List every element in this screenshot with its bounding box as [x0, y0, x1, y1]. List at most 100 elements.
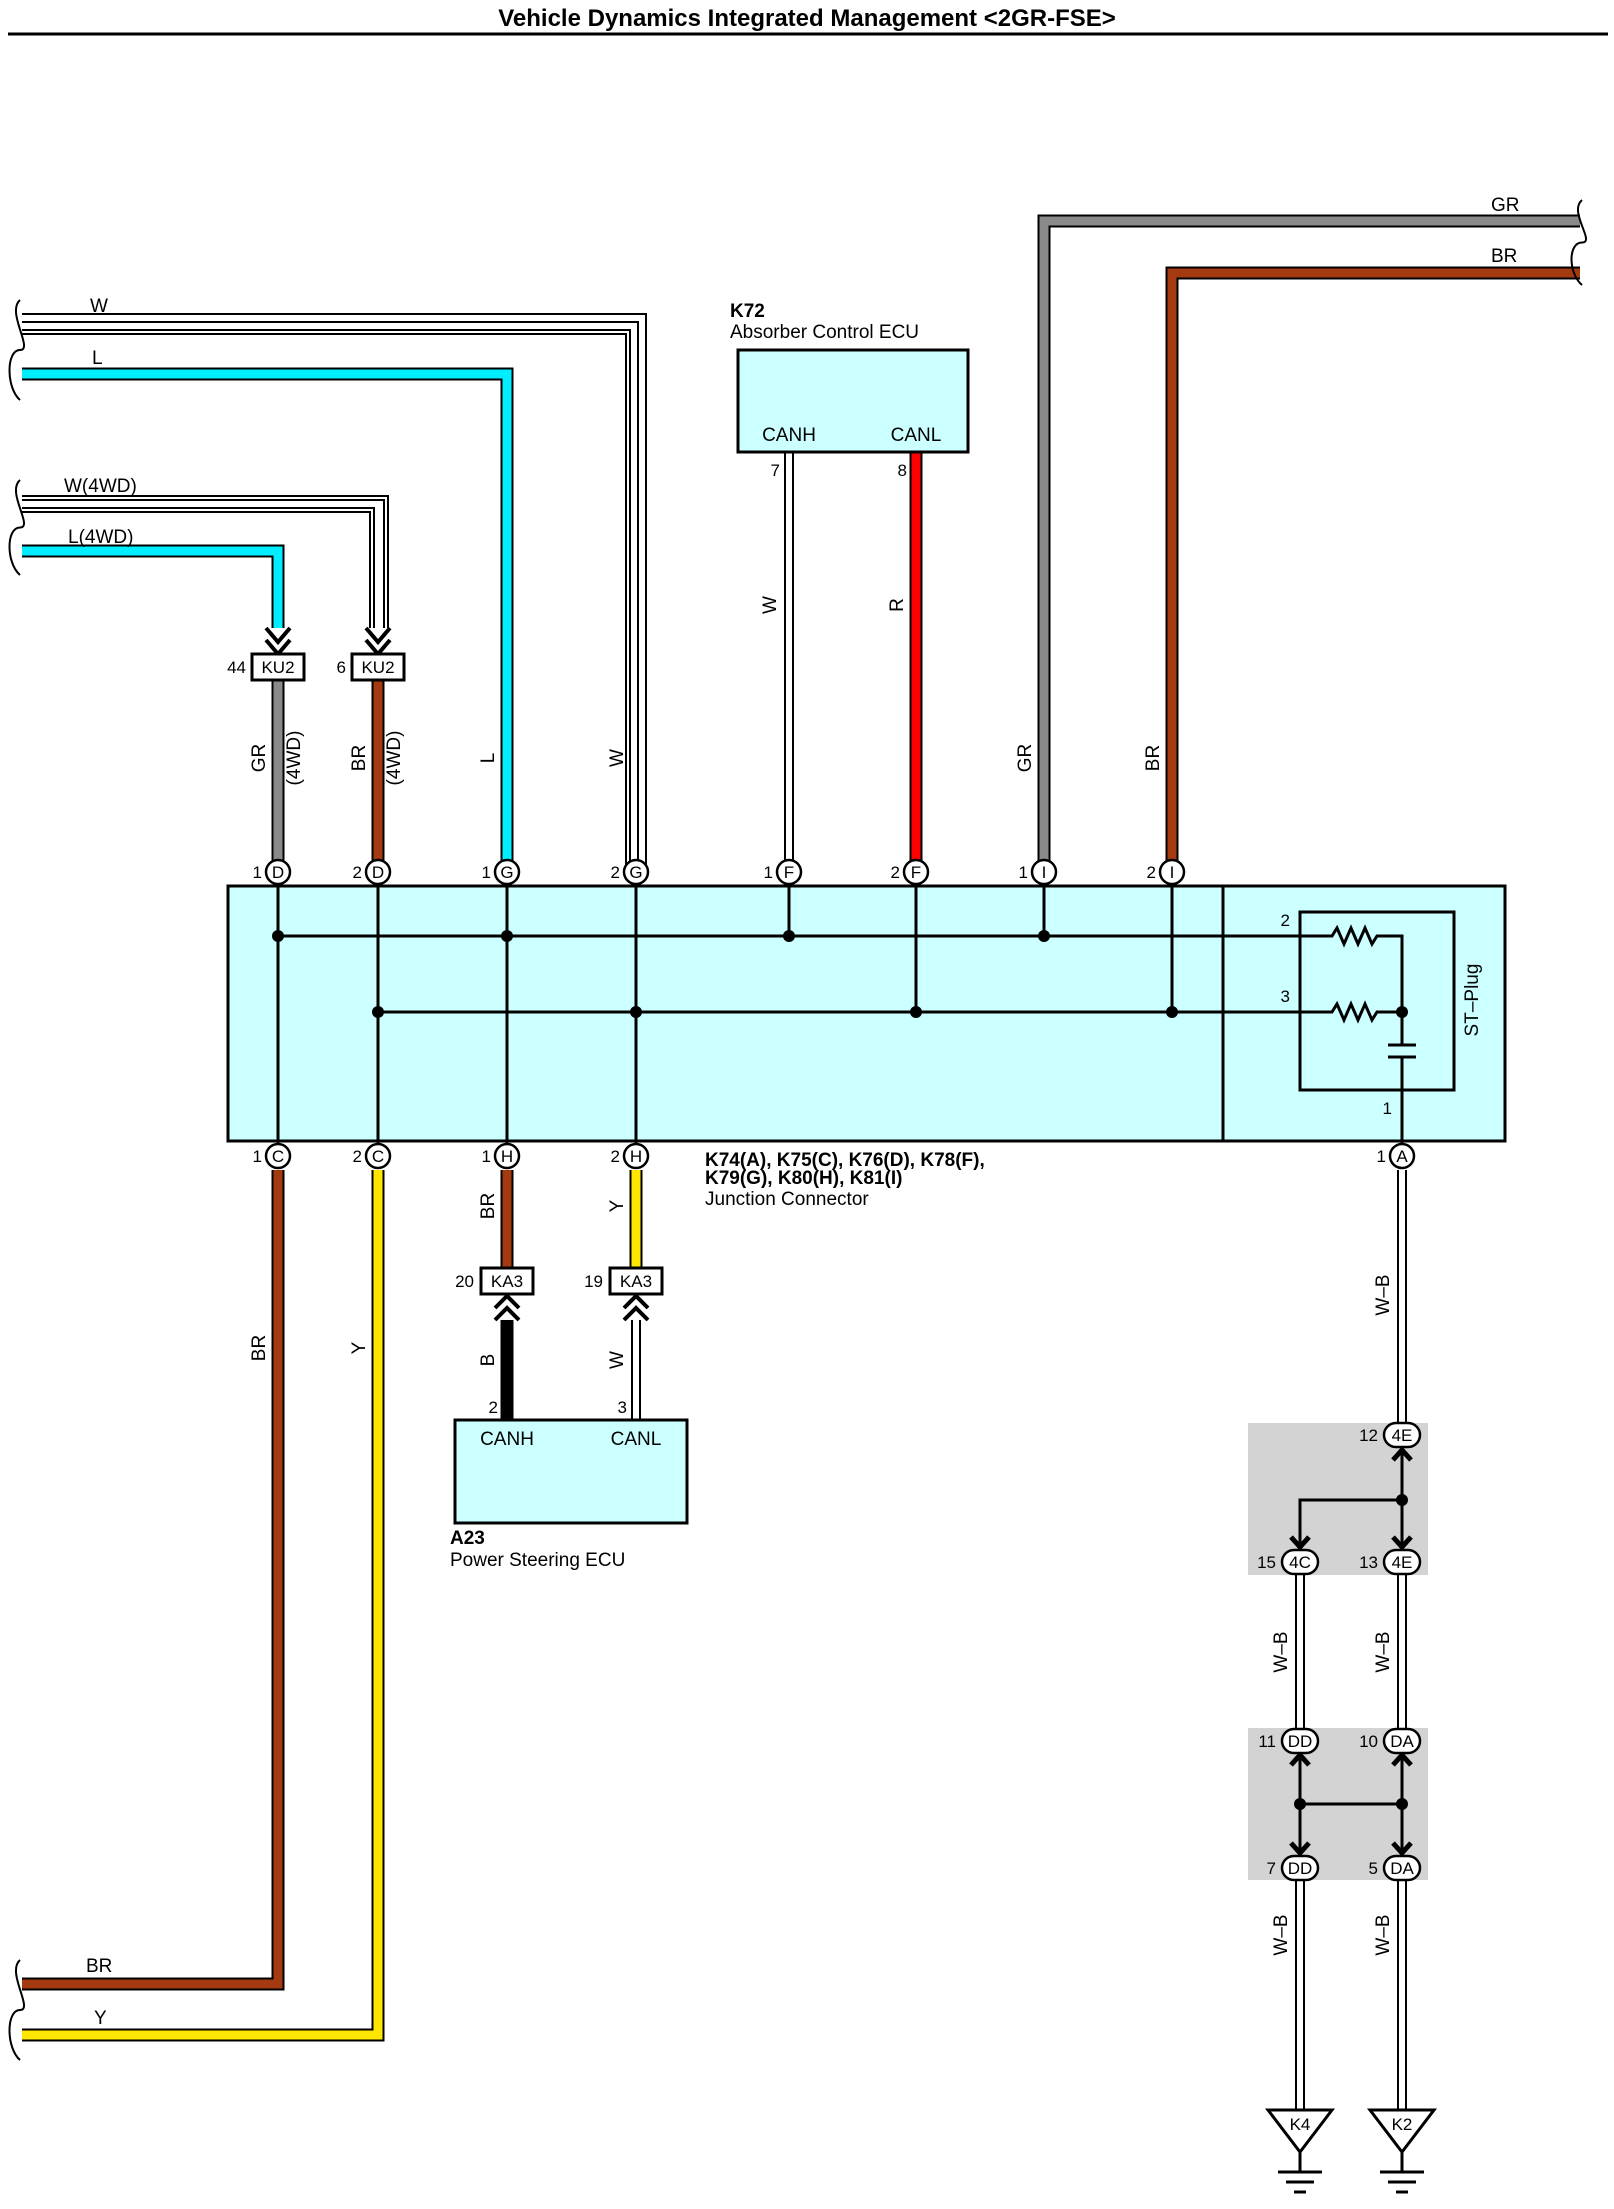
pin-number: 1: [253, 1147, 262, 1166]
junction-bottom-pin: A1: [1377, 1142, 1416, 1170]
svg-text:DD: DD: [1288, 1859, 1313, 1878]
pin-number: 2: [353, 863, 362, 882]
junction-ids-1: K74(A), K75(C), K76(D), K78(F),: [705, 1150, 985, 1171]
vlabel-h-y: Y: [607, 1199, 628, 1212]
junction-connector-label: K74(A), K75(C), K76(D), K78(F), K79(G), …: [705, 1150, 985, 1210]
pin-number: 2: [611, 863, 620, 882]
svg-text:15: 15: [1257, 1553, 1276, 1572]
break-top-right: [1570, 199, 1588, 286]
svg-text:6: 6: [337, 658, 346, 677]
ground-k4: K4: [1264, 2108, 1336, 2194]
junction-bottom-pin: C2: [353, 1142, 392, 1170]
svg-text:DA: DA: [1390, 1859, 1414, 1878]
vlabel-br-right: BR: [1143, 745, 1164, 771]
wire-br-bottom: [22, 1170, 285, 1991]
break-4wd-left: [8, 479, 26, 576]
label-br-bottom: BR: [86, 1956, 112, 1977]
a23-name: Power Steering ECU: [450, 1550, 625, 1571]
wire-br-right: [1165, 266, 1580, 872]
a23-canh-label: CANH: [480, 1429, 534, 1450]
k72-canl-label: CANL: [891, 425, 942, 446]
label-gr-right: GR: [1491, 195, 1520, 216]
st-plug-pin-3: 3: [1281, 987, 1290, 1006]
pin-letter: G: [629, 863, 642, 882]
junction-dots: [272, 930, 1178, 1018]
pin-letter: H: [630, 1147, 642, 1166]
k72-id: K72: [730, 301, 765, 322]
vlabel-l: L: [478, 753, 499, 764]
pin-letter: C: [272, 1147, 284, 1166]
pin-letter: D: [372, 863, 384, 882]
junction-top-pin: G2: [611, 858, 650, 886]
junction-top-pin: F1: [764, 858, 803, 886]
svg-text:5: 5: [1369, 1859, 1378, 1878]
pin-letter: H: [501, 1147, 513, 1166]
k72-name: Absorber Control ECU: [730, 322, 919, 343]
vlabel-br-4wd: (4WD): [384, 731, 405, 786]
svg-text:K4: K4: [1290, 2115, 1311, 2134]
vlabel-wb2: W–B: [1271, 1631, 1292, 1672]
vlabel-k72-w: W: [760, 596, 781, 614]
svg-text:20: 20: [455, 1272, 474, 1291]
svg-text:19: 19: [584, 1272, 603, 1291]
st-plug-label: ST–Plug: [1462, 964, 1483, 1037]
a23-canl-label: CANL: [611, 1429, 662, 1450]
vlabel-a23-w: W: [607, 1351, 628, 1369]
junction-name: Junction Connector: [705, 1189, 869, 1210]
pin-letter: F: [911, 863, 921, 882]
st-plug-pin-2: 2: [1281, 911, 1290, 930]
vlabel-gr-right: GR: [1015, 744, 1036, 773]
k72-absorber-ecu: CANH CANL K72 Absorber Control ECU 7 8: [730, 301, 970, 480]
ka3-19-connector: KA3 19: [584, 1266, 664, 1322]
junction-bottom-pin: C1: [253, 1142, 292, 1170]
junction-ids-2: K79(G), K80(H), K81(I): [705, 1168, 902, 1189]
wire-labels: W L W(4WD) L(4WD) BR Y GR BR: [64, 195, 1520, 2029]
svg-text:KA3: KA3: [620, 1272, 652, 1291]
vlabel-w: W: [607, 749, 628, 767]
inline-connectors: KU2 44 KU2 6 KA3 20 KA3 19: [227, 626, 664, 1322]
vlabel-gr: GR: [249, 744, 270, 773]
vlabel-k72-r: R: [887, 598, 908, 612]
junction-bottom-pin: H1: [482, 1142, 521, 1170]
wire-w-4wd: [22, 495, 389, 628]
a23-pin-3: 3: [618, 1398, 627, 1417]
junction-top-pin: D2: [353, 858, 392, 886]
pin-letter: A: [1396, 1147, 1408, 1166]
a23-power-steering-ecu: CANH CANL A23 Power Steering ECU 2 3: [450, 1398, 689, 1571]
vlabel-h-br: BR: [478, 1193, 499, 1219]
a23-pin-2: 2: [489, 1398, 498, 1417]
ku2-6-connector: KU2 6: [337, 626, 406, 682]
junction-top-pin: G1: [482, 858, 521, 886]
k72-pin-7: 7: [771, 461, 780, 480]
svg-text:7: 7: [1267, 1859, 1276, 1878]
splice-pin-dd: DD 7: [1267, 1854, 1320, 1882]
svg-text:11: 11: [1258, 1732, 1276, 1751]
vlabel-wb1: W–B: [1373, 1274, 1394, 1315]
vlabel-bottom-br: BR: [249, 1335, 270, 1361]
junction-top-pin: F2: [891, 858, 930, 886]
pin-letter: C: [372, 1147, 384, 1166]
svg-text:K2: K2: [1392, 2115, 1413, 2134]
vlabel-br: BR: [349, 745, 370, 771]
svg-text:4E: 4E: [1392, 1426, 1413, 1445]
junction-top-pin: D1: [253, 858, 292, 886]
svg-text:12: 12: [1359, 1426, 1378, 1445]
pin-letter: I: [1170, 863, 1175, 882]
pin-number: 1: [1019, 863, 1028, 882]
wire-w-top: [22, 313, 647, 872]
junction-top-pin: I2: [1147, 858, 1186, 886]
wire-y-bottom: [22, 1170, 385, 2042]
wires-layer: [22, 214, 1580, 2110]
junction-bottom-pin: H2: [611, 1142, 650, 1170]
k72-canh-label: CANH: [762, 425, 816, 446]
diagram-title: Vehicle Dynamics Integrated Management <…: [498, 5, 1116, 32]
vlabel-wb3: W–B: [1373, 1631, 1394, 1672]
svg-text:DA: DA: [1390, 1732, 1414, 1751]
pin-number: 1: [482, 863, 491, 882]
vlabel-wb4: W–B: [1271, 1914, 1292, 1955]
svg-text:KU2: KU2: [261, 658, 294, 677]
